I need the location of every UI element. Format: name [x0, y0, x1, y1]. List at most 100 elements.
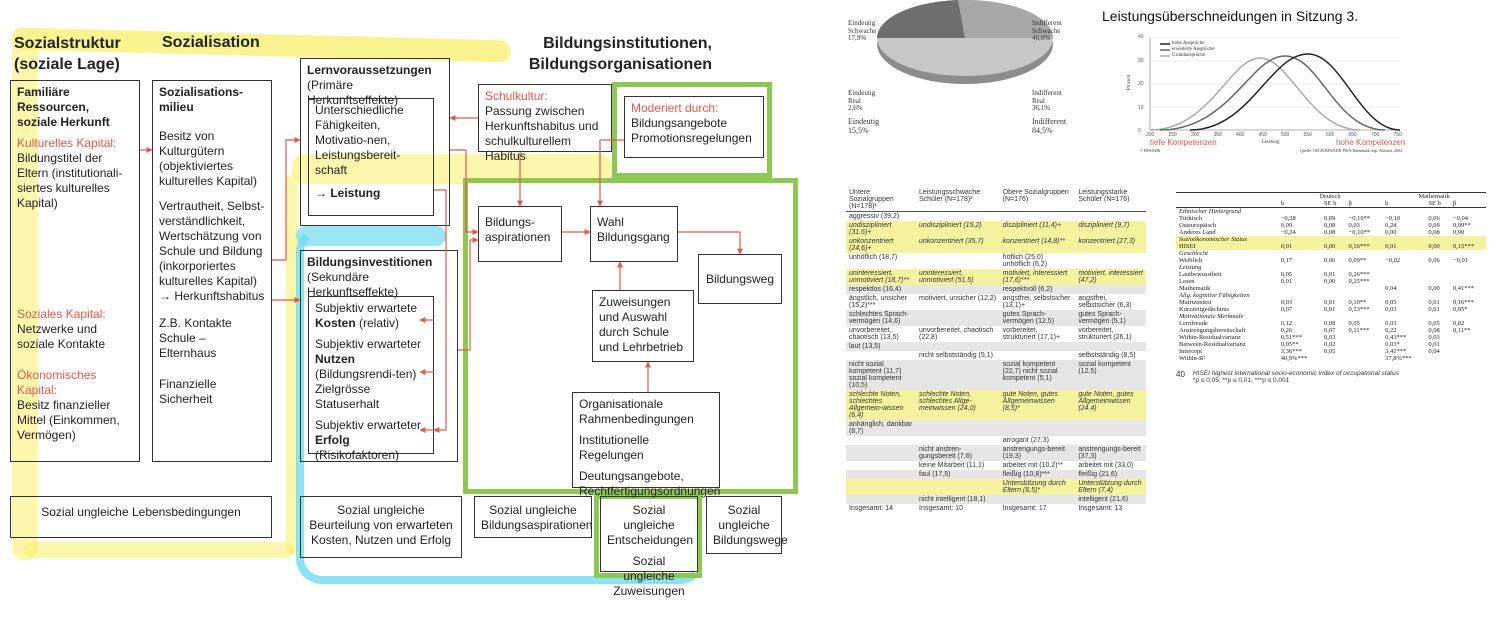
pie-slice-mid: [958, 0, 1054, 38]
t2-footnote-1: HISEI highest international socio-econom…: [1192, 370, 1399, 377]
table-cell: [1425, 236, 1450, 243]
table1-region: Untere Sozialgruppen (N=178)¹ Leistungss…: [846, 188, 1146, 608]
table-cell: angstfrei, selbstsicher (13,1)+: [1002, 295, 1071, 309]
table-cell: Weiblich: [1179, 257, 1203, 264]
table-cell: 0,11**: [1452, 327, 1471, 334]
milieu-t1: Besitz von Kulturgütern (objektiviertes …: [159, 129, 258, 188]
table-cell: unhöflich (18,7): [849, 254, 898, 261]
table-cell: 0,03: [1324, 334, 1336, 341]
table-row: nicht intelligent (18,1)intelligent (21,…: [846, 495, 1146, 504]
lern-inner-box: Unterschiedliche Fähigkeiten, Motivatio-…: [308, 98, 434, 216]
table-cell: 0,01: [1428, 306, 1440, 313]
table-cell: 0,08: [1324, 320, 1336, 327]
table-cell: [1346, 313, 1383, 320]
t2-footnote-num: 40: [1176, 370, 1185, 379]
curve-high-label: hohe Kompetenzen: [1336, 138, 1406, 147]
table-cell: 0,04: [1385, 285, 1397, 292]
table-cell: 0,01: [1428, 341, 1440, 348]
pie-label-l2: Eindeutig Real 2,6%: [848, 89, 876, 113]
table-cell: 0,08: [1428, 327, 1440, 334]
org2-text: Institutionelle Regelungen: [579, 433, 650, 462]
bottom4b-text: Sozial ungleiche Zuweisungen: [613, 554, 685, 598]
table-cell: 0,09: [1280, 222, 1293, 229]
table-cell: [1425, 250, 1450, 257]
table1: Untere Sozialgruppen (N=178)¹ Leistungss…: [846, 188, 1146, 513]
table-cell: [916, 436, 1000, 445]
table-cell: 0,05: [1428, 320, 1440, 327]
table-cell: [1346, 292, 1383, 299]
diagram-arrows: [140, 115, 743, 433]
milieu-t4: Z.B. Kontakte Schule – Elternhaus: [159, 316, 232, 360]
table-cell: Within-R²: [1179, 355, 1206, 362]
col2-header: Sozialisation: [162, 34, 260, 51]
table-cell: [916, 420, 1000, 436]
table-cell: 0,01: [1428, 299, 1440, 306]
table-cell: undiszipliniert (31,6)+: [846, 221, 916, 237]
table-cell: undiszipliniert (15,2): [916, 221, 1000, 237]
curve-ygrid: [1150, 37, 1400, 108]
table-cell: [1382, 313, 1425, 320]
t2-group2: Mathematik: [1418, 193, 1450, 200]
table-cell: schlechtes Sprach-vermögen (14,6): [846, 310, 916, 326]
table-cell: uninteressiert, unmotiviert (51,5): [916, 269, 1000, 285]
kultur-text: Bildungstitel der Eltern (institutionali…: [17, 151, 123, 210]
arrow-inv-asp: [458, 237, 479, 351]
table-cell: 0,03: [1385, 306, 1397, 313]
table-cell: [1450, 208, 1486, 216]
table-cell: [1450, 355, 1486, 362]
moderiert-box: Moderiert durch: Bildungsangebote Promot…: [624, 96, 764, 158]
table-row: unhöflich (18,7)höflich (25,0) unhöflich…: [846, 253, 1146, 269]
table-cell: 0,05: [1385, 299, 1397, 306]
table-cell: [1382, 250, 1425, 257]
kultur-label: Kulturelles Kapital:: [17, 136, 117, 150]
table-cell: 0,25***: [1348, 278, 1370, 285]
table-cell: [1425, 208, 1450, 216]
wahl-box: Wahl Bildungsgang: [590, 206, 678, 262]
table-cell: 0,06: [1428, 215, 1440, 222]
table-cell: [1425, 264, 1450, 271]
table-row: Allg. kognitive Fähigkeiten: [1176, 292, 1486, 299]
table-cell: [846, 461, 916, 470]
table-cell: Insgesamt: 14: [849, 505, 893, 512]
table-cell: [1450, 264, 1486, 271]
moderiert-label: Moderiert durch:: [631, 101, 719, 115]
zuweisungen-text: Zuweisungen und Auswahl durch Schule und…: [599, 295, 684, 354]
bottom2-text: Sozial ungleiche Beurteilung von erwarte…: [309, 503, 453, 547]
org-box: Organisationale Rahmenbedingungen Instit…: [572, 392, 720, 498]
table-row: Geschlecht: [1176, 250, 1486, 257]
table-cell: [1425, 355, 1450, 362]
table-cell: 0,05: [1280, 271, 1293, 278]
table-cell: Türkisch: [1179, 215, 1203, 222]
bottom2-box: Sozial ungleiche Beurteilung von erwarte…: [300, 496, 462, 558]
table-cell: 0,01: [1280, 278, 1293, 285]
table-cell: nicht sozial kompetent (11,7) sozial kom…: [846, 360, 916, 390]
table-row: nicht selbstständig (5,1)selbstständig (…: [846, 351, 1146, 360]
table-cell: [1425, 271, 1450, 278]
table-cell: arrogant (27,3): [1002, 437, 1049, 444]
table-cell: 0,07: [1280, 306, 1293, 313]
table-cell: [1278, 292, 1321, 299]
table-cell: [1450, 278, 1486, 285]
curve-region: Leistungsüberschneidungen in Sitzung 3. …: [1100, 0, 1496, 160]
pie-region: Eindeutig Schwache 17,9% Eindeutig Real …: [840, 0, 1090, 140]
table-cell: unkonzentriert (35,7): [916, 237, 1000, 253]
table-cell: HISEI: [1176, 243, 1278, 250]
table-row: laut (13,5): [846, 342, 1146, 351]
col1-header: Sozialstruktur (soziale Lage): [14, 35, 121, 73]
table-cell: −0,28: [1280, 215, 1296, 222]
t1-h2: Obere Sozialgruppen (N=176): [1002, 189, 1069, 203]
table-cell: schlechte Noten, schlechtes Allgemein-wi…: [846, 390, 916, 420]
table-cell: uninteressiert, unmotiviert (18,7)**: [846, 269, 916, 285]
arrow-mod-wahl: [597, 139, 624, 207]
table-cell: [916, 360, 1000, 390]
table-cell: sozial kompetent (22,7) nicht sozial kom…: [999, 360, 1076, 390]
table-cell: laut (13,5): [846, 342, 916, 351]
table-cell: 0,03*: [1385, 341, 1400, 348]
bottom4-box: Sozial ungleiche Entscheidungen Sozial u…: [600, 496, 698, 598]
table-cell: ängstlich, unsicher (15,2)***: [849, 295, 907, 309]
